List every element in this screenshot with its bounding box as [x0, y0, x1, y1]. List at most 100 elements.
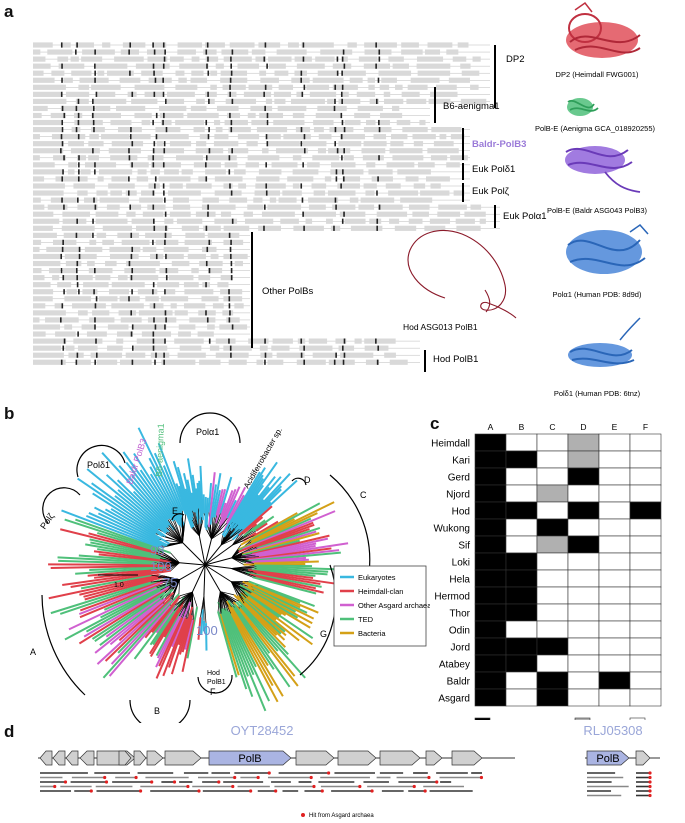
tree-branch-leaf [116, 479, 168, 529]
grid-cell [536, 450, 569, 469]
tree-branch-leaf [158, 616, 183, 667]
conserved-mark [165, 317, 167, 323]
tree-branch-leaf [88, 532, 157, 553]
alignment-segment [380, 112, 403, 119]
alignment-segment [337, 183, 360, 189]
conserved-mark [162, 91, 165, 97]
conserved-mark [205, 176, 208, 182]
conserved-mark [162, 119, 164, 126]
alignment-segment [184, 289, 214, 295]
conserved-mark [63, 338, 66, 344]
hit-asgard-dot [256, 775, 260, 780]
alignment-segment [169, 211, 191, 217]
conserved-mark [333, 105, 336, 112]
alignment-segment [150, 352, 170, 358]
conserved-mark [340, 112, 343, 119]
alignment-segment [88, 155, 99, 161]
grid-row-label: Odin [449, 626, 470, 637]
alignment-segment [169, 56, 184, 62]
grid-row-label: Wukong [433, 524, 470, 535]
alignment-segment [267, 359, 284, 365]
tree-branch-leaf [60, 528, 165, 556]
tree-branch-leaf [88, 511, 162, 547]
hit-asgard-dot [231, 784, 235, 789]
alignment-segment [330, 225, 341, 231]
tree-branch-leaf [151, 598, 179, 634]
alignment-segment [71, 70, 92, 76]
polb-gene-arrow [208, 750, 292, 766]
conserved-mark [336, 70, 339, 76]
tree-branch-leaf [243, 589, 282, 616]
conserved-mark [75, 232, 78, 238]
tree-branch-leaf [229, 461, 278, 529]
alignment-segment [313, 127, 324, 133]
alignment-segment [109, 253, 139, 260]
conserved-mark [130, 275, 133, 281]
tree-branch-leaf [187, 458, 200, 525]
conserved-mark [207, 70, 210, 76]
conserved-mark [228, 338, 230, 344]
grid-cell [474, 586, 507, 605]
grid-cell [474, 637, 507, 656]
tree-branch-leaf [157, 442, 187, 515]
alignment-segment [88, 268, 113, 274]
grid-cell [629, 501, 662, 520]
tree-branch-internal [182, 514, 187, 543]
alignment-segment [350, 225, 383, 231]
hit-asgard-dot [412, 784, 416, 789]
alignment-segment [460, 98, 487, 104]
conserved-mark [377, 176, 379, 182]
alignment-segment [121, 239, 150, 245]
alignment-segment [93, 98, 127, 104]
tree-branch-leaf [242, 539, 300, 557]
alignment-segment [392, 155, 424, 161]
conserved-mark [164, 197, 166, 203]
tree-branch-internal [200, 595, 205, 618]
conserved-mark [164, 310, 167, 316]
hit-asgard-dot [427, 775, 431, 780]
conserved-mark [152, 204, 155, 210]
conserved-mark [343, 148, 345, 154]
group-label-baldr-polb3: Baldr-PolB3 [472, 139, 526, 150]
grid-cell [629, 688, 662, 707]
alignment-segment [330, 169, 364, 175]
alignment-segment [364, 345, 389, 351]
alignment-segment [147, 204, 166, 210]
hit-asgard-dot [648, 789, 652, 793]
conserved-mark [334, 141, 336, 147]
operon-right: PolB [585, 750, 660, 766]
tree-branch-leaf [225, 600, 284, 697]
conserved-mark [165, 127, 168, 133]
conserved-mark [61, 63, 63, 69]
alignment-segment [111, 176, 128, 182]
tree-branch-leaf [155, 607, 186, 668]
alignment-segment [63, 268, 78, 274]
conserved-mark [229, 183, 231, 189]
alignment-segment [120, 317, 142, 323]
conserved-mark [340, 183, 342, 189]
alignment-segment [204, 42, 225, 48]
conserved-mark [154, 77, 157, 83]
tree-branch-leaf [243, 547, 332, 561]
alignment-segment [33, 246, 40, 253]
hit-asgard-dot [370, 789, 374, 793]
alignment-segment [33, 42, 53, 48]
tree-branch-internal [169, 542, 183, 545]
tree-branch-internal [232, 530, 257, 546]
conserved-mark [376, 190, 378, 196]
tree-branch-internal [179, 591, 193, 597]
tree-branch-leaf [175, 483, 194, 529]
alignment-segment [95, 218, 128, 224]
alignment-segment [354, 112, 371, 119]
tree-branch-leaf [223, 494, 245, 532]
alignment-segment [214, 134, 229, 140]
alignment-segment [365, 190, 375, 196]
grid-cell [567, 501, 600, 520]
hit-asgard-dot [53, 784, 57, 789]
alignment-segment [330, 162, 356, 168]
alignment-segment [389, 359, 408, 365]
tree-branch-leaf [149, 600, 185, 658]
alignment-segment [365, 359, 380, 365]
conserved-mark [92, 112, 94, 119]
alignment-segment [33, 260, 61, 267]
